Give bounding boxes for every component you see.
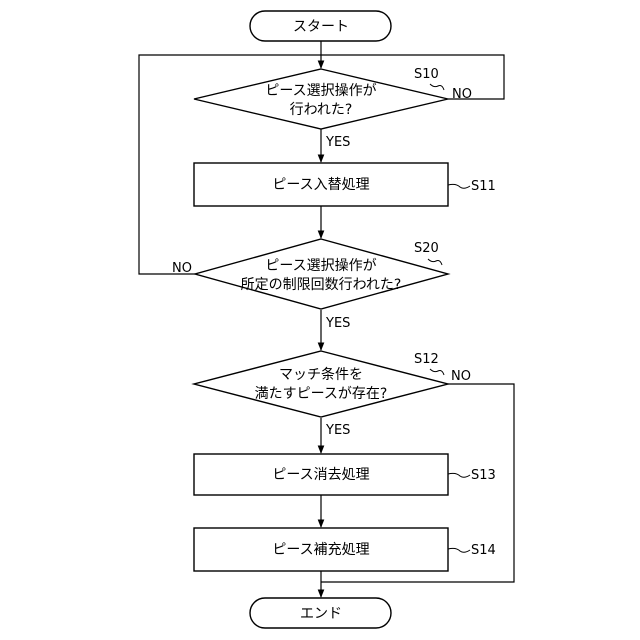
branch-limit-yes: YES	[325, 316, 350, 331]
branch-select-no: NO	[452, 87, 472, 102]
branch-match-yes: YES	[325, 423, 350, 438]
decision-select-shape	[194, 69, 448, 129]
decision-select-line-1: ピース選択操作が	[265, 83, 376, 99]
start-terminal: スタート	[250, 11, 391, 41]
step-id-s11: S11	[471, 179, 496, 194]
decision-match-line-2: 満たすピースが存在?	[255, 386, 388, 402]
decision-limit-line-1: ピース選択操作が	[265, 258, 376, 274]
step-id-s14: S14	[471, 543, 496, 558]
end-terminal: エンド	[250, 598, 391, 628]
step-id-s12-leader	[430, 369, 444, 375]
branch-match-no: NO	[451, 369, 471, 384]
step-id-s10: S10	[414, 67, 439, 82]
decision-limit-line-2: 所定の制限回数行われた?	[241, 277, 402, 293]
decision-match: マッチ条件を 満たすピースが存在? S12 NO YES	[194, 351, 471, 438]
end-label: エンド	[300, 606, 342, 622]
step-id-s10-leader	[430, 84, 444, 90]
step-id-s13-leader	[448, 473, 470, 477]
step-id-s13: S13	[471, 468, 496, 483]
decision-select-line-2: 行われた?	[290, 102, 353, 118]
step-id-s12: S12	[414, 352, 439, 367]
process-refill-label: ピース補充処理	[272, 542, 369, 558]
step-id-s20: S20	[414, 241, 439, 256]
branch-limit-no: NO	[172, 261, 192, 276]
step-id-s20-leader	[428, 259, 442, 265]
process-swap: ピース入替処理 S11	[194, 163, 496, 206]
start-label: スタート	[293, 19, 349, 35]
process-erase-label: ピース消去処理	[272, 467, 369, 483]
decision-limit-shape	[195, 239, 448, 309]
process-refill: ピース補充処理 S14	[194, 528, 496, 571]
decision-limit: ピース選択操作が 所定の制限回数行われた? S20 NO YES	[172, 239, 448, 331]
process-swap-label: ピース入替処理	[272, 177, 369, 193]
step-id-s14-leader	[448, 548, 470, 552]
decision-match-line-1: マッチ条件を	[279, 366, 363, 383]
decision-select: ピース選択操作が 行われた? S10 YES NO	[194, 67, 472, 150]
decision-match-shape	[194, 351, 448, 417]
process-erase: ピース消去処理 S13	[194, 454, 496, 495]
step-id-s11-leader	[448, 184, 470, 188]
branch-select-yes: YES	[325, 135, 350, 150]
